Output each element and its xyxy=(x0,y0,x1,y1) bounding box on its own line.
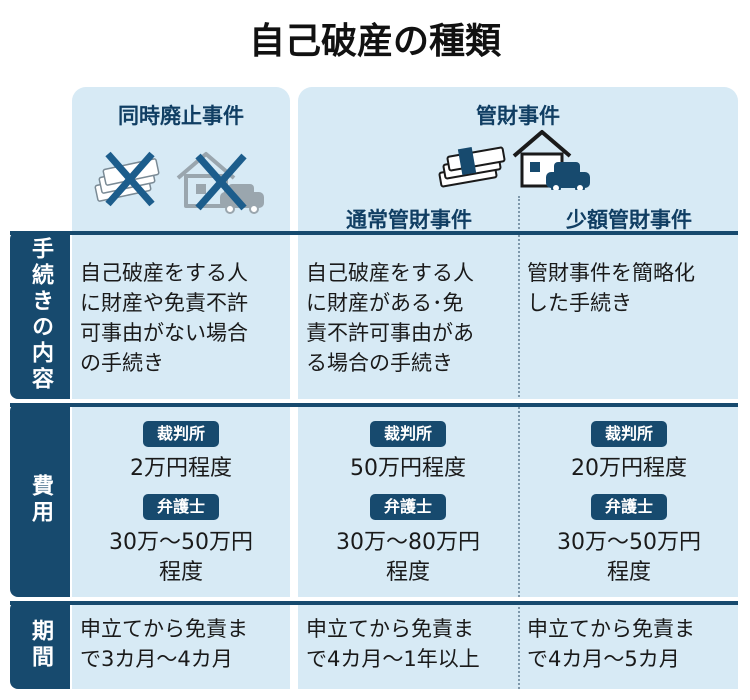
content-tsujo: 自己破産をする人 に財産がある･免 責不許可事由があ る場合の手続き xyxy=(306,261,474,375)
lawyer-fee-doji: 30万〜50万円 程度 xyxy=(109,530,253,585)
row-label-cost: 費用 xyxy=(10,403,70,597)
lawyer-badge-shogaku: 弁護士 xyxy=(591,494,667,520)
court-fee-doji: 2万円程度 xyxy=(130,456,232,481)
period-tsujo: 申立てから免責ま で4カ月〜1年以上 xyxy=(306,617,480,671)
column-header-shogaku: 少額管財事件 xyxy=(566,208,692,232)
court-badge-doji: 裁判所 xyxy=(143,421,219,447)
lawyer-badge-tsujo: 弁護士 xyxy=(370,494,446,520)
house-car-icon xyxy=(512,130,590,190)
court-fee-tsujo: 50万円程度 xyxy=(350,456,466,481)
lawyer-fee-shogaku: 30万〜50万円 程度 xyxy=(557,530,701,585)
lawyer-fee-tsujo: 30万〜80万円 程度 xyxy=(336,530,480,585)
column-header-tsujo: 通常管財事件 xyxy=(346,208,472,232)
content-shogaku: 管財事件を簡略化 した手続き xyxy=(527,261,695,315)
column-header-kanzai: 管財事件 xyxy=(476,104,560,128)
row-top-border-content xyxy=(10,231,738,235)
period-doji: 申立てから免責ま で3カ月〜4カ月 xyxy=(80,617,248,671)
money-icon xyxy=(438,146,506,188)
court-fee-shogaku: 20万円程度 xyxy=(571,456,687,481)
row-top-border-period xyxy=(10,601,738,605)
row-top-border-cost xyxy=(10,403,738,407)
column-divider-dotted xyxy=(518,196,520,689)
row-label-period: 期間 xyxy=(10,601,70,689)
period-shogaku: 申立てから免責ま で4カ月〜5カ月 xyxy=(527,617,695,671)
house-car-crossed-icon xyxy=(176,152,264,214)
column-header-doji: 同時廃止事件 xyxy=(118,104,244,128)
page-title: 自己破産の種類 xyxy=(248,21,501,62)
content-doji: 自己破産をする人 に財産や免責不許 可事由がない場合 の手続き xyxy=(80,261,248,375)
court-badge-tsujo: 裁判所 xyxy=(370,421,446,447)
lawyer-badge-doji: 弁護士 xyxy=(143,494,219,520)
court-badge-shogaku: 裁判所 xyxy=(591,421,667,447)
row-label-content: 手続きの内容 xyxy=(10,231,70,399)
money-crossed-icon xyxy=(94,151,160,207)
